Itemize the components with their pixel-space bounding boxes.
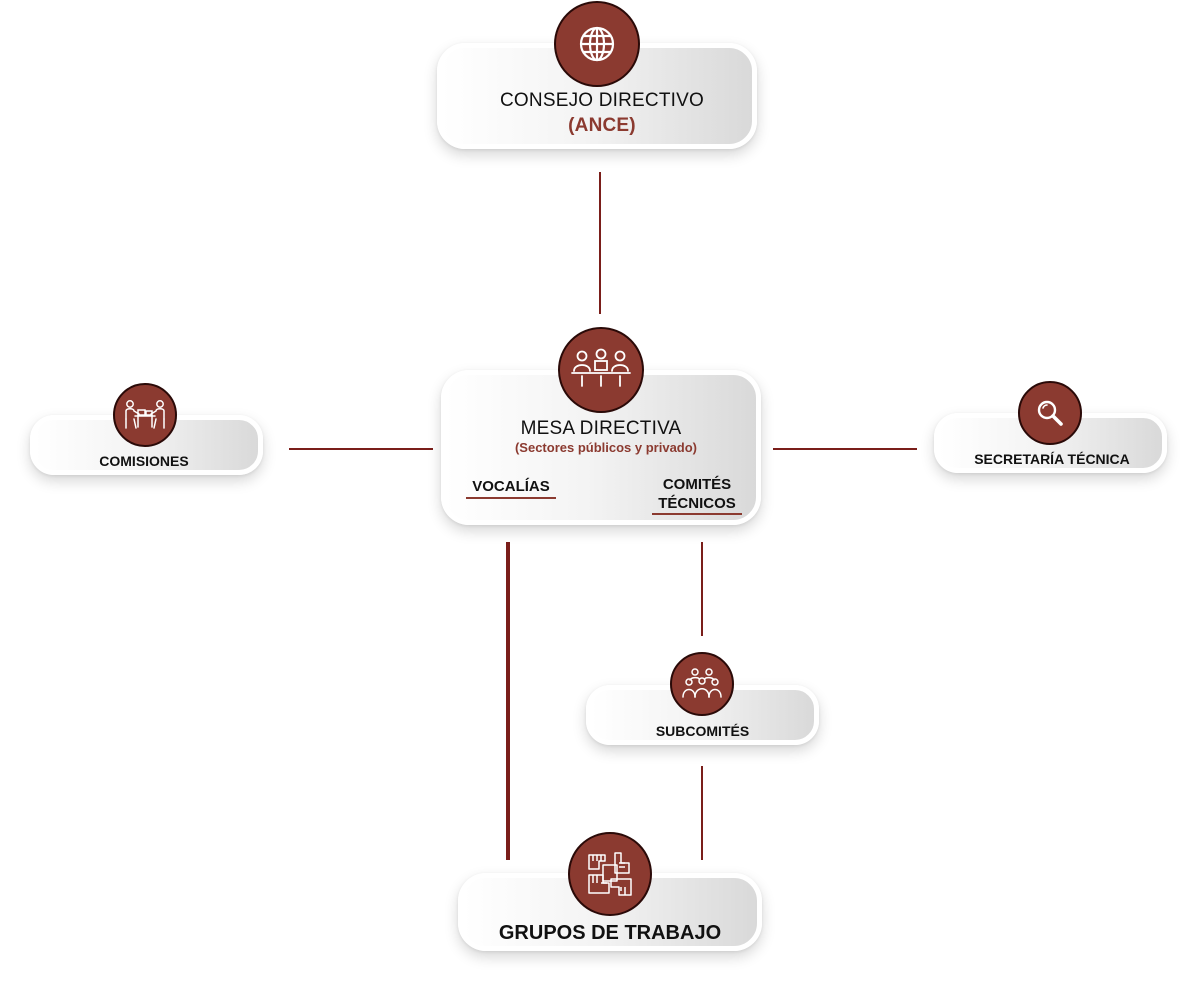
joined-hands-icon (568, 832, 652, 916)
grupos-title: GRUPOS DE TRABAJO (498, 922, 722, 944)
subcomites-title: SUBCOMITÉS (655, 723, 750, 739)
mesa-subtitle: (Sectores públicos y privado) (514, 440, 698, 455)
mesa-title: MESA DIRECTIVA (520, 418, 682, 439)
globe-icon (554, 1, 640, 87)
vocalias-label: VOCALÍAS (472, 478, 550, 495)
vocalias-underline (466, 497, 556, 499)
connector-subcomites-grupos (701, 766, 703, 860)
magnifier-icon (1018, 381, 1082, 445)
comisiones-title: COMISIONES (99, 453, 189, 469)
secretaria-title: SECRETARÍA TÉCNICA (974, 451, 1130, 467)
negotiation-table-icon (113, 383, 177, 447)
connector-consejo-mesa (599, 172, 601, 314)
connector-comisiones-mesa (289, 448, 433, 450)
group-people-icon (670, 652, 734, 716)
meeting-table-icon (558, 327, 644, 413)
comites-label-line2: TÉCNICOS (658, 495, 736, 512)
consejo-title: CONSEJO DIRECTIVO (500, 90, 704, 111)
connector-mesa-secretaria (773, 448, 917, 450)
connector-comites-subcomites (701, 542, 703, 636)
comites-label-line1: COMITÉS (662, 476, 732, 493)
consejo-subtitle: (ANCE) (568, 115, 636, 136)
comites-underline (652, 513, 742, 515)
connector-mesa-grupos (506, 542, 510, 860)
